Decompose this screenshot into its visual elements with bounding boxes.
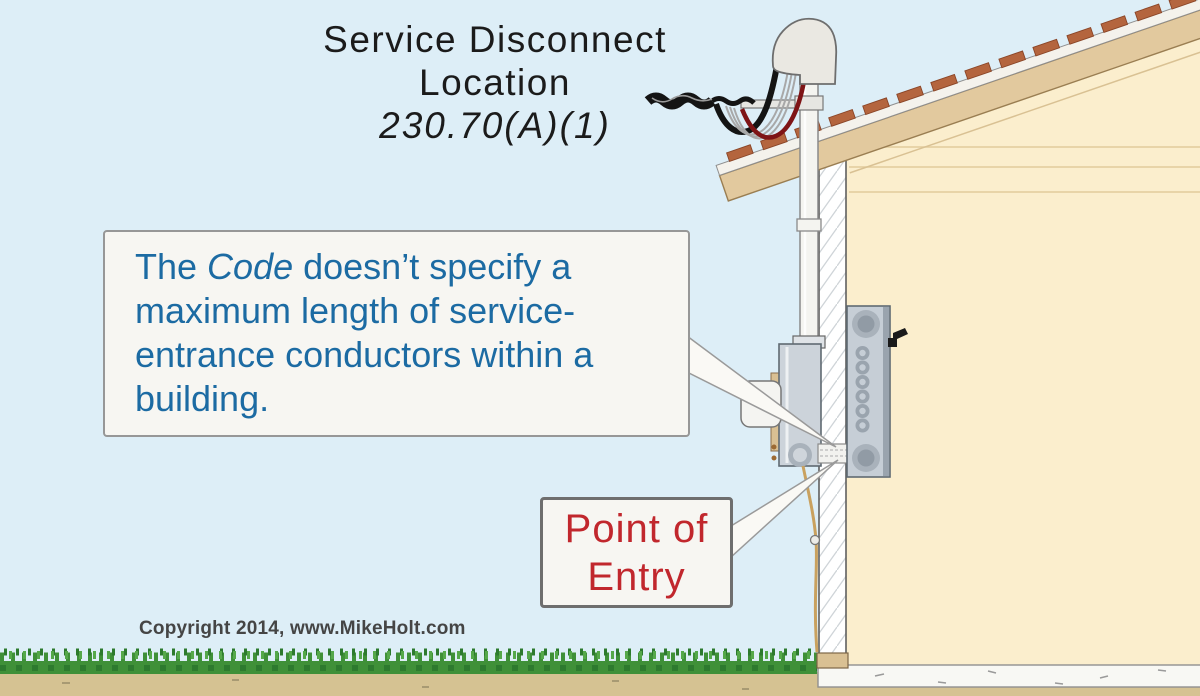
title-line-1: Service Disconnect	[323, 19, 667, 60]
exterior-wall-cross-section	[816, 155, 849, 669]
point-of-entry-callout: Point of Entry	[540, 497, 733, 608]
weatherhead-icon	[771, 17, 838, 85]
building-interior	[846, 38, 1200, 672]
copyright-text: Copyright 2014, www.MikeHolt.com	[139, 618, 466, 639]
wall-hatching	[819, 156, 846, 655]
dirt-specks	[62, 679, 749, 690]
red-phase-wire	[739, 67, 809, 140]
panel-twistouts	[855, 346, 870, 433]
ground-clamp	[809, 534, 821, 546]
title-line-2: Location	[419, 62, 571, 103]
roof	[715, 0, 1200, 202]
interior-siding-lines	[849, 146, 1200, 193]
note-text-before: The	[135, 246, 208, 287]
note-text-after: doesn’t specify a maximum length of serv…	[135, 246, 594, 419]
sill-plate	[816, 652, 849, 669]
grounding-electrode-conductor	[801, 465, 821, 653]
screw	[771, 444, 777, 450]
code-note-callout: The Code doesn’t specify a maximum lengt…	[103, 230, 690, 437]
rafter-line	[849, 22, 1200, 174]
note-text-emphasis: Code	[207, 246, 294, 287]
entry-line-2: Entry	[587, 554, 686, 599]
drip-loop-wires	[713, 59, 809, 140]
service-disconnect-panel	[846, 305, 908, 478]
black-phase-wire	[713, 59, 781, 135]
screw	[771, 455, 777, 461]
entry-line-1: Point of	[564, 506, 709, 551]
service-drop-cable	[644, 92, 756, 110]
conduit-coupling	[796, 218, 822, 232]
page-title: Service Disconnect Location 230.70(A)(1)	[230, 18, 760, 147]
code-reference: 230.70(A)(1)	[379, 105, 611, 146]
foundation-slab	[817, 664, 1200, 688]
disconnect-handle	[888, 328, 908, 347]
point-of-entry-nipple	[817, 443, 850, 464]
fascia	[715, 0, 1200, 177]
grass-strip	[0, 648, 817, 674]
